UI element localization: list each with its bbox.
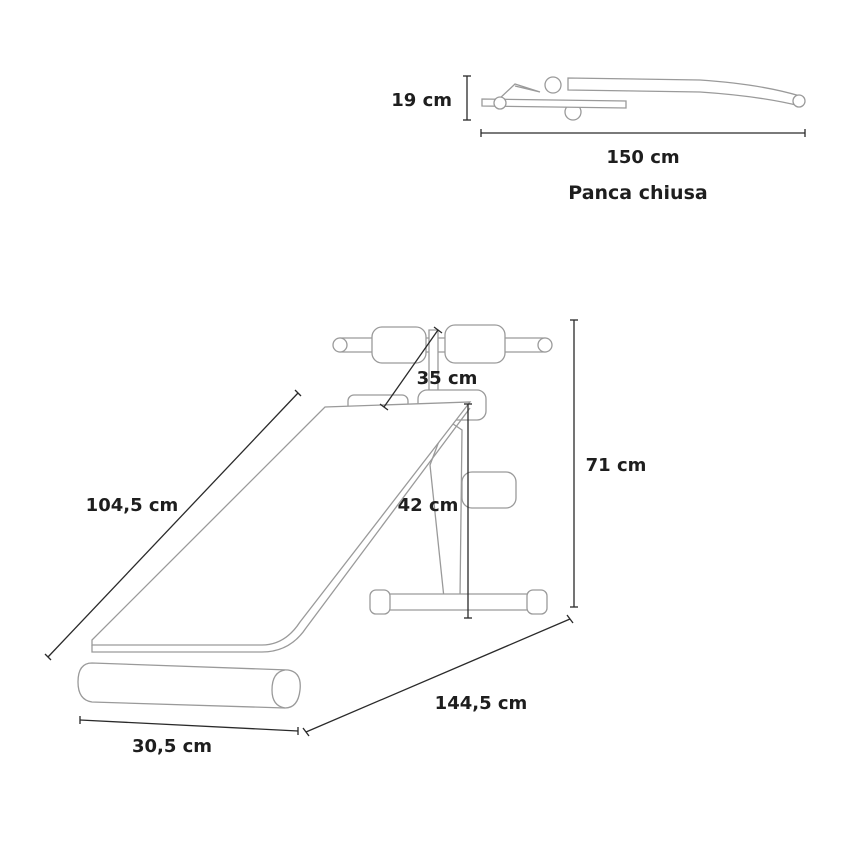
open-bench-drawing	[77, 324, 553, 709]
rear-base-cap-right	[526, 589, 548, 615]
top-foam-roller-left	[371, 326, 427, 364]
rear-base-cap-left	[369, 589, 391, 615]
side-foam-roller	[461, 471, 517, 509]
closed-height-dimension	[463, 75, 471, 121]
total-length-label: 144,5 cm	[435, 693, 528, 714]
closed-view-caption: Panca chiusa	[568, 182, 707, 204]
width-dimension	[79, 716, 299, 735]
closed-bench-end-roller	[792, 94, 806, 108]
closed-bench-strut	[497, 83, 541, 101]
closed-bench-base-bar	[481, 98, 627, 109]
closed-length-label: 150 cm	[606, 147, 679, 168]
backrest-length-label: 104,5 cm	[86, 495, 179, 516]
seat-height-dimension	[464, 403, 472, 619]
rear-base-bar	[377, 593, 541, 611]
total-height-label: 71 cm	[586, 455, 647, 476]
closed-bench-drawing	[481, 76, 806, 121]
top-leg-bar-end-left	[332, 337, 348, 353]
top-foam-roller-right	[444, 324, 506, 364]
top-depth-label: 35 cm	[417, 368, 478, 389]
total-length-dimension	[302, 614, 574, 737]
width-label: 30,5 cm	[132, 736, 212, 757]
top-depth-dimension	[379, 326, 443, 411]
closed-bench-foot-roller-top	[544, 76, 562, 94]
bottom-foam-roller-end	[271, 669, 286, 709]
backrest-board	[91, 401, 472, 646]
top-leg-bar-end-right	[537, 337, 553, 353]
bottom-foam-roller	[77, 662, 301, 709]
backrest-board-edge	[91, 407, 471, 653]
closed-length-dimension	[480, 129, 806, 137]
seat-height-label: 42 cm	[398, 495, 459, 516]
top-leg-bar	[339, 337, 546, 353]
closed-height-label: 19 cm	[391, 90, 452, 111]
total-height-dimension	[570, 319, 578, 608]
backrest-length-dimension	[44, 389, 302, 661]
closed-bench-small-roller	[493, 96, 507, 110]
